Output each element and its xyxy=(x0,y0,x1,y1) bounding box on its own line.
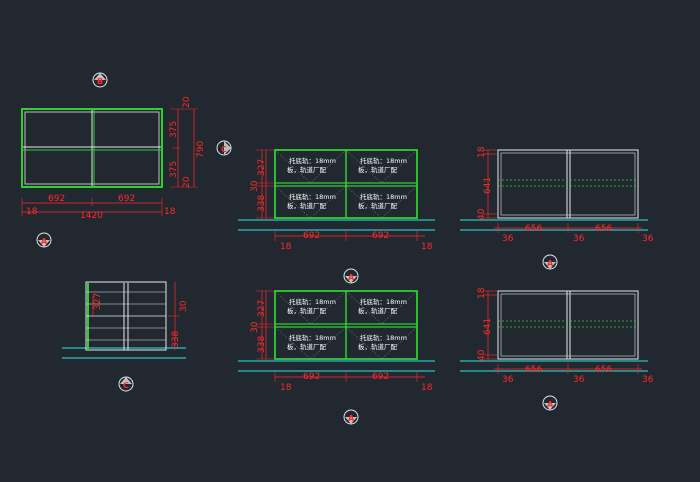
tag-c-right: C xyxy=(216,140,232,156)
front-dim-h-mid: 30 xyxy=(250,180,260,192)
svg-text:C: C xyxy=(123,381,129,390)
panel-note-line2: 板，轨道厂配 xyxy=(287,342,327,351)
plan-dim-h-upper: 375 xyxy=(169,121,179,138)
tag-b-top: B xyxy=(92,72,108,88)
svg-text:A: A xyxy=(41,237,48,246)
panel-note-line2: 板，轨道厂配 xyxy=(358,306,398,315)
panel-note-line1: 托底轨：18mm xyxy=(289,297,336,306)
tag-a: A xyxy=(343,409,359,425)
plan-view: 692 692 18 1420 18 20 375 375 20 790 B C… xyxy=(21,72,232,248)
plan-dim-w1: 692 xyxy=(48,194,65,204)
panel-note-line1: 托底轨：18mm xyxy=(360,156,407,165)
back-dim-w1: 656 xyxy=(525,365,542,375)
tag-a-label: A xyxy=(348,414,355,423)
panel-note-line2: 板，轨道厂配 xyxy=(358,165,398,174)
front-dim-w1: 692 xyxy=(303,231,320,241)
panel-note-line2: 板，轨道厂配 xyxy=(287,165,327,174)
plan-dim-h-lower: 375 xyxy=(169,161,179,178)
plan-dim-edge-left: 18 xyxy=(26,207,38,217)
panel-note-line2: 板，轨道厂配 xyxy=(358,201,398,210)
front-views: 托底轨：18mm板，轨道厂配托底轨：18mm板，轨道厂配托底轨：18mm板，轨道… xyxy=(238,149,435,425)
panel-note-line2: 板，轨道厂配 xyxy=(287,201,327,210)
front-dim-edge-right: 18 xyxy=(421,383,433,393)
back-dim-h-top: 18 xyxy=(477,146,487,158)
back-dim-edge-left: 36 xyxy=(502,234,514,244)
back-dim-edge-mid: 36 xyxy=(573,375,585,385)
front-dim-w1: 692 xyxy=(303,372,320,382)
front-dim-h-upper: 327 xyxy=(257,300,267,317)
back-view-1: 18 641 40 656 656 36 36 36A xyxy=(460,146,654,270)
tag-a-label: A xyxy=(348,273,355,282)
back-dim-edge-right: 36 xyxy=(642,234,654,244)
front-view-2: 托底轨：18mm板，轨道厂配托底轨：18mm板，轨道厂配托底轨：18mm板，轨道… xyxy=(238,290,435,425)
svg-text:B: B xyxy=(97,77,103,86)
plan-dim-edge-right: 18 xyxy=(164,207,176,217)
panel-note-line2: 板，轨道厂配 xyxy=(358,342,398,351)
side-dim-h-top: 30 xyxy=(179,300,189,312)
plan-dim-h-total: 790 xyxy=(196,141,206,158)
tag-c-bottom: C xyxy=(118,376,134,392)
side-dim-h-upper: 327 xyxy=(93,293,103,310)
plan-outer-frame xyxy=(21,108,163,188)
front-dim-h-lower: 338 xyxy=(257,336,267,353)
front-view-1: 托底轨：18mm板，轨道厂配托底轨：18mm板，轨道厂配托底轨：18mm板，轨道… xyxy=(238,149,435,284)
plan-dim-h-top: 20 xyxy=(182,96,192,108)
panel-note-line1: 托底轨：18mm xyxy=(289,156,336,165)
panel-note-line1: 托底轨：18mm xyxy=(360,192,407,201)
plan-dim-h-bottom: 20 xyxy=(182,176,192,188)
plan-dim-w2: 692 xyxy=(118,194,135,204)
back-dim-h-top: 18 xyxy=(477,287,487,299)
panel-note-line1: 托底轨：18mm xyxy=(360,297,407,306)
tag-a: A xyxy=(343,268,359,284)
back-dim-w2: 656 xyxy=(595,365,612,375)
front-dim-w2: 692 xyxy=(372,231,389,241)
panel-note-line1: 托底轨：18mm xyxy=(360,333,407,342)
back-dim-h-bottom: 40 xyxy=(477,349,487,361)
side-view: 327 30 338 C xyxy=(62,281,189,392)
plan-dim-total: 1420 xyxy=(80,211,103,221)
back-dim-h-main: 641 xyxy=(483,318,493,335)
tag-a-label: A xyxy=(547,400,554,409)
front-dim-w2: 692 xyxy=(372,372,389,382)
tag-a-bottom: A xyxy=(36,232,52,248)
front-dim-h-mid: 30 xyxy=(250,321,260,333)
back-dim-w1: 656 xyxy=(525,224,542,234)
back-dim-h-bottom: 40 xyxy=(477,208,487,220)
back-dim-h-main: 641 xyxy=(483,177,493,194)
front-dim-edge-left: 18 xyxy=(280,383,292,393)
front-dim-h-upper: 327 xyxy=(257,159,267,176)
back-view-2: 18 641 40 656 656 36 36 36A xyxy=(460,287,654,411)
panel-note-line1: 托底轨：18mm xyxy=(289,333,336,342)
tag-a: A xyxy=(542,395,558,411)
side-dim-h-lower: 338 xyxy=(171,331,181,348)
front-dim-edge-left: 18 xyxy=(280,242,292,252)
back-dim-w2: 656 xyxy=(595,224,612,234)
back-frame xyxy=(497,149,639,219)
svg-text:C: C xyxy=(221,145,227,154)
panel-note-line1: 托底轨：18mm xyxy=(289,192,336,201)
front-dim-edge-right: 18 xyxy=(421,242,433,252)
panel-note-line2: 板，轨道厂配 xyxy=(287,306,327,315)
back-dim-edge-right: 36 xyxy=(642,375,654,385)
tag-a: A xyxy=(542,254,558,270)
back-frame xyxy=(497,290,639,360)
front-dim-h-lower: 338 xyxy=(257,195,267,212)
back-dim-edge-mid: 36 xyxy=(573,234,585,244)
back-dim-edge-left: 36 xyxy=(502,375,514,385)
tag-a-label: A xyxy=(547,259,554,268)
